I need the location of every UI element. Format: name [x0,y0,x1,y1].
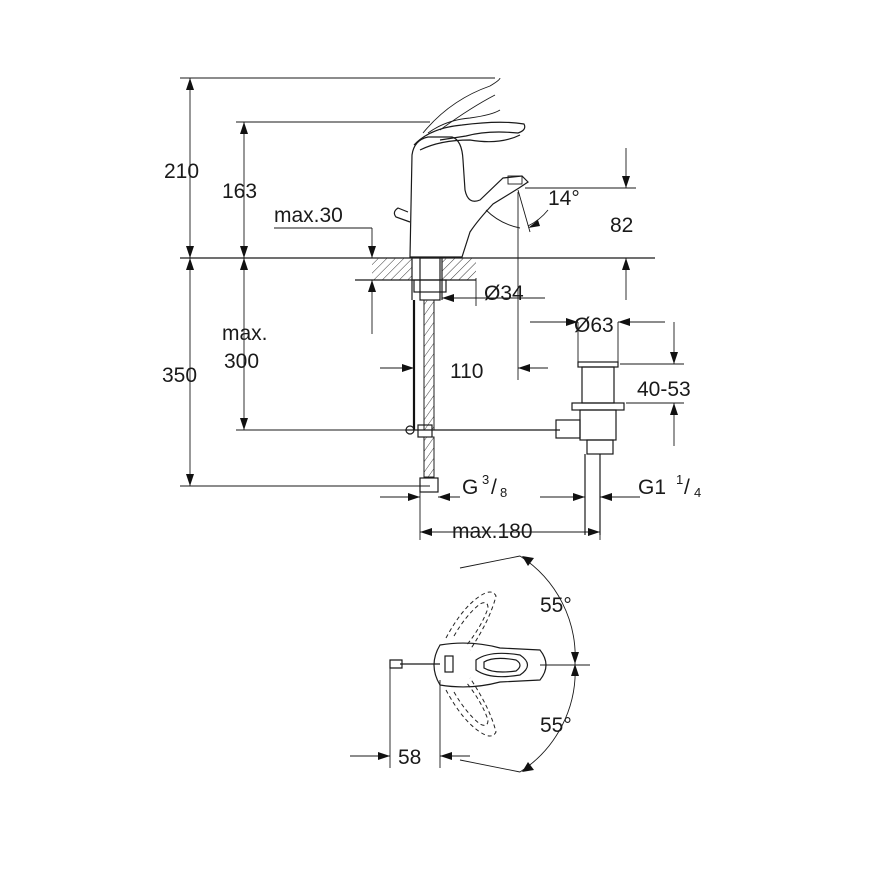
label-max300-b: 300 [224,350,259,373]
dim-d63: Ø63 [530,314,665,362]
label-350: 350 [162,364,197,387]
label-g114-den: 4 [694,485,701,500]
under-deck-assembly [405,257,560,493]
label-g38-den: 8 [500,485,507,500]
label-110: 110 [450,360,483,383]
label-55-down: 55° [540,714,572,737]
dim-g114: G1 1 / 4 [540,472,701,501]
label-40-53: 40-53 [637,378,691,401]
dim-210: 210 [164,77,495,258]
pop-up-waste [555,361,625,535]
faucet-body [393,77,529,258]
dim-max180: max.180 [419,492,601,543]
dim-350: 350 [162,258,430,487]
dim-110: 110 [380,192,548,383]
label-max30: max.30 [274,204,343,227]
label-55-up: 55° [540,594,572,617]
label-g114-num: 1 [676,472,683,487]
label-d63: Ø63 [574,314,614,337]
label-g38-num: 3 [482,472,489,487]
dim-g38: G 3 / 8 [380,472,507,501]
label-g114-slash: / [684,476,690,499]
dim-14deg: 14° [485,187,600,233]
label-58: 58 [398,746,421,769]
label-max180: max.180 [452,520,533,543]
dim-max300: max. 300 [222,258,410,431]
dim-max30: max.30 [274,204,376,334]
label-d34: Ø34 [484,282,524,305]
dim-40-53: 40-53 [620,322,691,446]
label-g38-prefix: G [462,476,478,499]
label-163: 163 [222,180,257,203]
label-210: 210 [164,160,199,183]
label-82: 82 [610,214,633,237]
label-g38-slash: / [491,476,497,499]
dim-d34: Ø34 [442,278,545,306]
dim-163: 163 [222,121,430,258]
dim-82: 82 [525,148,636,300]
label-14deg: 14° [548,187,580,210]
label-max300-a: max. [222,322,268,345]
label-g114-prefix: G1 [638,476,666,499]
deck-slab [355,258,476,300]
top-view: 55° 55° 58 [350,555,590,773]
